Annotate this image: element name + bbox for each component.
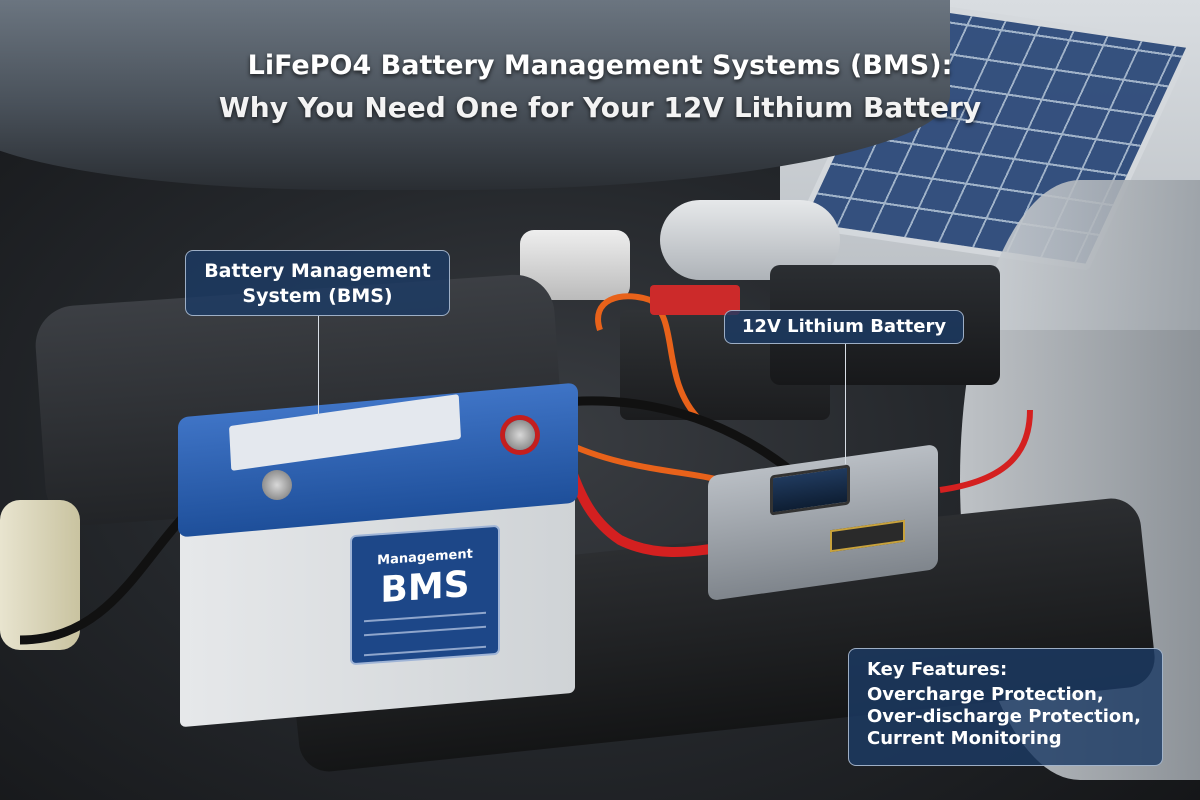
bms-callout: Battery Management System (BMS) [185,250,450,316]
feature-item: Overcharge Protection, [867,684,1104,705]
feature-item: Over-discharge Protection, [867,706,1141,727]
orange-cable [558,437,721,483]
title-line-1: LiFePO4 Battery Management Systems (BMS)… [247,50,953,81]
feature-item: Current Monitoring [867,728,1062,749]
negative-terminal [262,470,292,500]
features-title: Key Features: [867,659,1008,680]
battery-callout: 12V Lithium Battery [724,310,964,344]
red-terminal-cover [650,285,740,315]
red-cable [939,409,1033,493]
plate-fine-print [364,611,486,623]
battery-leader-line [845,344,846,464]
key-features-callout: Key Features: Overcharge Protection, Ove… [848,648,1163,766]
washer-reservoir [0,500,80,650]
page-title: LiFePO4 Battery Management Systems (BMS)… [0,45,1200,129]
plate-main-text: BMS [380,563,470,612]
car-hood [0,0,950,190]
bms-leader-line [318,316,319,416]
title-line-2: Why You Need One for Your 12V Lithium Ba… [218,91,982,124]
positive-terminal [505,420,535,450]
battery-label-plate: Management BMS [350,524,500,666]
